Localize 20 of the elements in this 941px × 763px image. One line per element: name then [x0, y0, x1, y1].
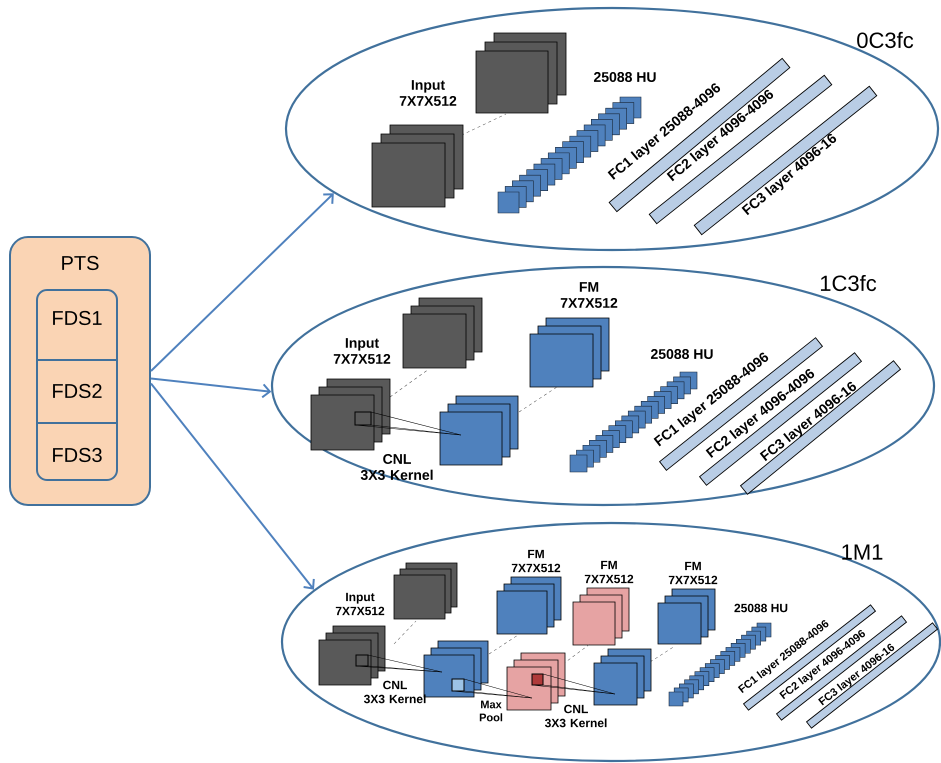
layer-label: Max Pool [480, 700, 502, 722]
layer-label: Input 7X7X512 [400, 80, 456, 106]
layer-label: 25088 HU [594, 72, 656, 82]
layer-label: FM 7X7X512 [668, 562, 718, 584]
layer-label: CNL 3X3 Kernel [544, 704, 606, 728]
layer-label: CNL 3X3 Kernel [364, 680, 426, 704]
layer-label: Input 7X7X512 [336, 592, 384, 616]
arrow [150, 193, 334, 372]
layer-label: 25088 HU [734, 604, 788, 612]
list-item: FDS1 [53, 310, 102, 326]
layer-label: FM 7X7X512 [512, 550, 560, 572]
list-box [36, 289, 118, 481]
layer-label: Input 7X7X512 [334, 338, 390, 364]
layer-label: CNL 3X3 Kernel [360, 454, 433, 480]
layer-label: FM 7X7X512 [584, 560, 634, 584]
layer-label: FM 7X7X512 [560, 282, 618, 308]
list-item: FDS3 [53, 448, 102, 462]
arrow [150, 382, 315, 590]
arrow [150, 377, 272, 398]
list-item: FDS2 [53, 384, 102, 398]
